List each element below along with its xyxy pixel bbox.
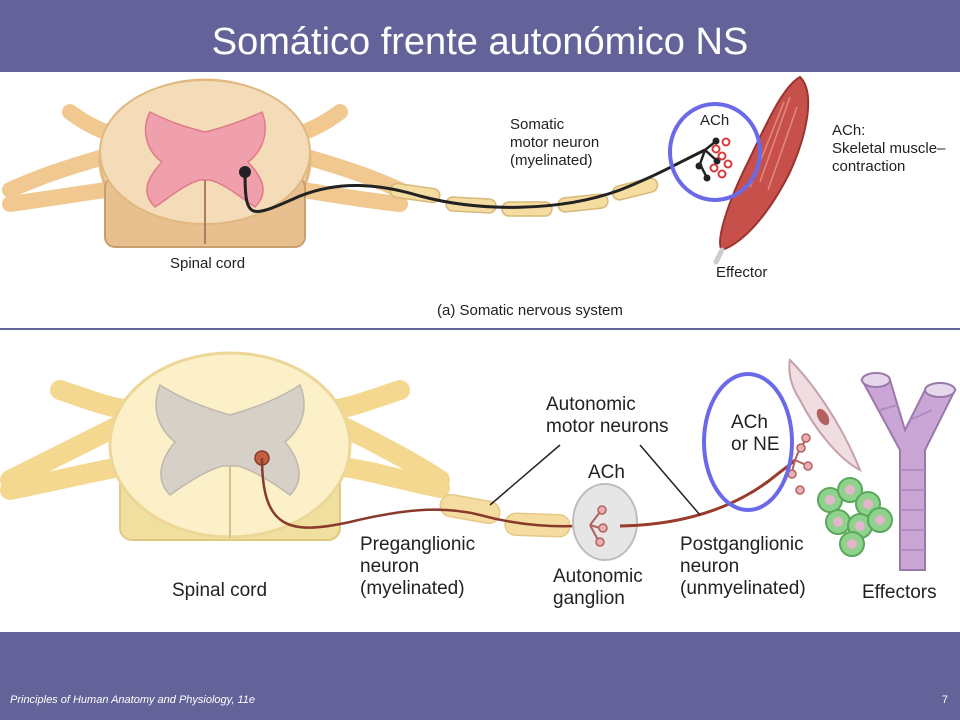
- postganglionic-neuron-label: Postganglionic neuron (unmyelinated): [680, 534, 806, 599]
- effectors-label: Effectors: [862, 582, 937, 603]
- ach-highlight-circle-a: [668, 102, 762, 202]
- footer-band: [0, 632, 960, 720]
- smooth-muscle-nucleus: [816, 408, 830, 426]
- vessel-rings: [879, 404, 933, 551]
- spinal-cord-label-a: Spinal cord: [170, 255, 246, 272]
- ach-or-ne-label: ACh or NE: [731, 412, 780, 455]
- somatic-myelin: [389, 177, 659, 217]
- gland-nuclei: [825, 485, 885, 549]
- ach-effect-label: ACh: Skeletal muscle– contraction: [832, 122, 946, 175]
- somatic-caption: (a) Somatic nervous system: [437, 302, 623, 319]
- preganglionic-neuron-label: Preganglionic neuron (myelinated): [360, 534, 476, 599]
- ganglion-ach-label: ACh: [588, 462, 625, 483]
- title-bar: [0, 0, 960, 72]
- postganglionic-terminals: [791, 439, 807, 473]
- slide-title: Somático frente autonómico NS: [211, 21, 749, 63]
- ach-ne-highlight-circle: [702, 372, 794, 512]
- ach-label-a: ACh: [700, 112, 730, 129]
- somatic-panel: Spinal cord Somatic motor neuron (myelin…: [0, 72, 960, 328]
- somatic-neuron-label: Somatic motor neuron (myelinated): [510, 116, 600, 169]
- somatic-diagram: [2, 75, 810, 265]
- ganglion-knobs: [595, 505, 608, 547]
- preganglionic-myelin: [439, 493, 571, 538]
- grey-matter-a: [144, 110, 266, 208]
- autonomic-ganglion-label: Autonomic ganglion: [553, 566, 643, 609]
- terminal-knobs-a: [695, 137, 721, 182]
- autonomic-motor-neurons-label: Autonomic motor neurons: [546, 394, 669, 437]
- autonomic-panel: Spinal cord Autonomic motor neurons ACh …: [0, 330, 960, 632]
- grey-matter-b: [155, 383, 305, 496]
- leader-line-right: [639, 444, 701, 516]
- somatic-terminals: [698, 141, 717, 177]
- skeletal-muscle: [719, 75, 810, 252]
- muscle-tendon: [713, 247, 725, 265]
- blood-vessel: [860, 379, 957, 571]
- footer-source: Principles of Human Anatomy and Physiolo…: [10, 694, 255, 706]
- somatic-axon: [243, 148, 706, 213]
- vessel-opening-right: [924, 382, 956, 398]
- preganglionic-axon: [260, 457, 591, 529]
- effector-label: Effector: [716, 264, 768, 281]
- leader-line-left: [489, 444, 561, 506]
- autonomic-ganglion: [572, 483, 638, 561]
- autonomic-diagram: [0, 351, 957, 571]
- spinal-cord-label-b: Spinal cord: [172, 580, 268, 601]
- page-number: 7: [941, 694, 948, 706]
- ach-vesicles-a: [709, 137, 733, 179]
- vessel-opening-left: [861, 372, 891, 388]
